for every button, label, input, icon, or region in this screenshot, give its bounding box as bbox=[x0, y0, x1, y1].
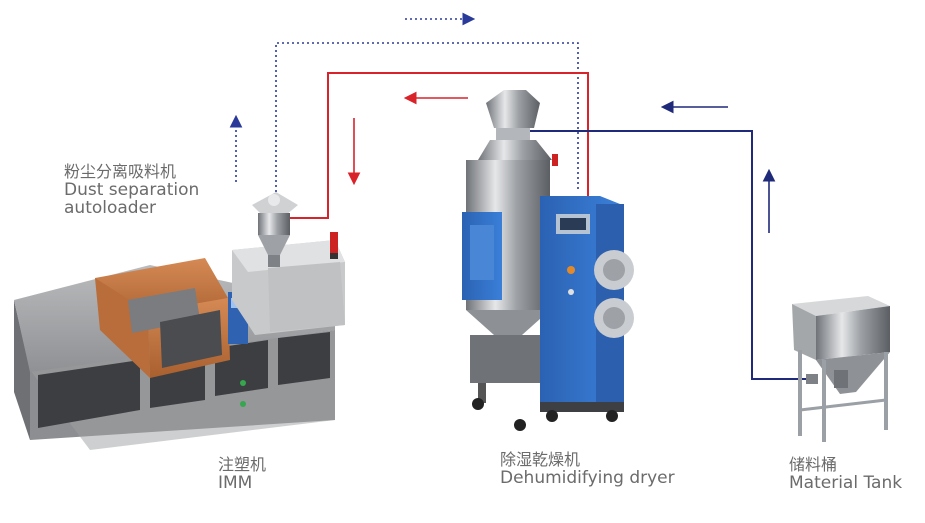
material-tank-icon bbox=[792, 296, 890, 442]
autoloader-label-en-line2: autoloader bbox=[64, 198, 157, 219]
imm-label-en: IMM bbox=[218, 472, 253, 493]
injection-molding-machine-icon bbox=[14, 232, 345, 450]
imm-label-zh: 注塑机 bbox=[218, 455, 267, 474]
dryer-label-en: Dehumidifying dryer bbox=[500, 467, 675, 488]
autoloader-icon bbox=[252, 192, 298, 267]
dryer-label: 除湿乾燥机 Dehumidifying dryer bbox=[500, 451, 675, 487]
tank-label-zh: 储料桶 bbox=[789, 455, 838, 474]
dehumidifying-dryer-icon bbox=[462, 90, 634, 431]
autoloader-label-zh: 粉尘分离吸料机 bbox=[64, 162, 177, 181]
autoloader-label-en-line1: Dust separation bbox=[64, 179, 200, 200]
autoloader-label: 粉尘分离吸料机 Dust separation autoloader bbox=[64, 163, 199, 218]
dotted-return-line bbox=[275, 42, 579, 192]
dried-material-line bbox=[290, 72, 589, 219]
tank-label: 储料桶 Material Tank bbox=[789, 456, 902, 492]
raw-material-line bbox=[528, 130, 812, 380]
dryer-label-zh: 除湿乾燥机 bbox=[500, 450, 581, 469]
tank-label-en: Material Tank bbox=[789, 472, 903, 493]
imm-label: 注塑机 IMM bbox=[218, 456, 266, 492]
